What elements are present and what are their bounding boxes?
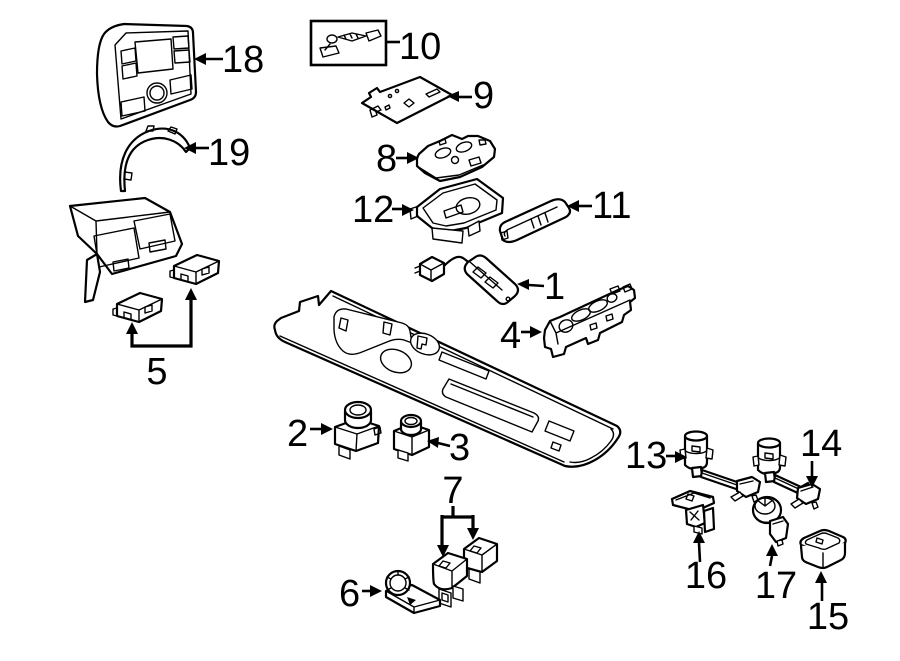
- callout-11-label[interactable]: 11: [592, 185, 631, 227]
- part-5-switch-module-b-drawing: [169, 253, 221, 286]
- callout-7-bracket: [440, 506, 475, 546]
- callout-16-arrow: [693, 531, 705, 543]
- callout-9-arrow: [447, 91, 459, 102]
- center-console-trim-panel-drawing: [273, 289, 622, 468]
- callout-4: 4: [500, 315, 542, 357]
- callout-3: 3: [427, 427, 470, 469]
- callout-5-label[interactable]: 5: [146, 351, 167, 393]
- callout-12-label[interactable]: 12: [352, 189, 394, 231]
- callout-6-label[interactable]: 6: [339, 573, 360, 615]
- part-19-trim-bracket-drawing: [119, 125, 192, 193]
- callout-13-label[interactable]: 13: [625, 435, 667, 477]
- part-7-window-switch-front-drawing: [431, 551, 469, 608]
- callout-2-label[interactable]: 2: [287, 413, 308, 455]
- callout-19-label[interactable]: 19: [208, 132, 250, 174]
- callout-3-label[interactable]: 3: [449, 427, 470, 469]
- callout-3-line: [437, 441, 451, 448]
- callout-15-arrow: [815, 571, 827, 583]
- callout-8-label[interactable]: 8: [376, 138, 397, 180]
- callout-18-arrow: [194, 53, 206, 65]
- callout-5-arrow-left: [126, 322, 138, 334]
- part-5-display-housing-drawing: [68, 196, 184, 304]
- callout-6: 6: [339, 573, 382, 615]
- callout-1-arrow: [517, 279, 529, 290]
- callout-17-arrow: [766, 544, 778, 556]
- part-5-switch-module-a-drawing: [112, 291, 164, 324]
- callout-2-arrow: [321, 423, 333, 435]
- part-9-gasket-plate-drawing: [360, 75, 454, 125]
- callout-7-label[interactable]: 7: [442, 470, 463, 512]
- callout-11: 11: [567, 185, 631, 227]
- callout-15-label[interactable]: 15: [807, 596, 849, 638]
- callout-7-arrow-left: [437, 545, 449, 557]
- part-8-upper-switch-panel-drawing: [415, 133, 497, 183]
- part-3-push-button-switch-drawing: [392, 413, 431, 462]
- callout-19-arrow: [184, 142, 196, 154]
- callout-16-line: [697, 542, 702, 563]
- callout-1-label[interactable]: 1: [544, 266, 565, 308]
- callout-13-arrow: [675, 451, 687, 463]
- callout-12-arrow: [402, 204, 414, 216]
- part-1-wired-control-module-drawing: [414, 254, 520, 306]
- callout-19: 19: [184, 132, 250, 174]
- callout-1: 1: [517, 266, 565, 308]
- callout-18: 18: [194, 39, 264, 81]
- callout-7-arrow-right: [467, 528, 479, 540]
- callout-10-label[interactable]: 10: [399, 26, 441, 68]
- callout-5-bracket: [130, 300, 193, 348]
- callout-18-label[interactable]: 18: [222, 39, 264, 81]
- callout-11-arrow: [567, 200, 579, 212]
- callout-14-label[interactable]: 14: [800, 423, 842, 465]
- part-17-round-outlet-socket-drawing: [751, 495, 790, 547]
- callout-10: 10: [386, 26, 441, 68]
- callout-4-label[interactable]: 4: [500, 315, 521, 357]
- callout-16-label[interactable]: 16: [685, 555, 727, 597]
- callout-4-arrow: [530, 326, 542, 338]
- callout-17-line: [768, 555, 774, 567]
- callout-3-arrow: [427, 437, 439, 448]
- part-14-power-outlet-drawing: [752, 437, 822, 510]
- callout-9: 9: [447, 75, 494, 117]
- callout-8-arrow: [407, 152, 419, 164]
- callout-12: 12: [352, 189, 414, 231]
- callout-16: 16: [685, 531, 727, 597]
- part-6-thumbwheel-switch-drawing: [384, 569, 442, 615]
- callout-14-arrow: [806, 476, 818, 488]
- part-12-storage-tray-drawing: [409, 177, 505, 244]
- callout-5-arrow-right: [185, 288, 197, 300]
- callout-2: 2: [287, 413, 333, 455]
- callout-15: 15: [807, 571, 849, 638]
- callout-17-label[interactable]: 17: [755, 565, 797, 607]
- callout-13: 13: [625, 435, 687, 477]
- part-16-covered-outlet-socket-drawing: [670, 489, 716, 535]
- part-15-outlet-housing-drawing: [799, 528, 847, 570]
- callout-8: 8: [376, 138, 419, 180]
- callout-14: 14: [800, 423, 842, 488]
- part-18-radio-head-unit-drawing: [95, 22, 198, 128]
- callout-6-arrow: [370, 585, 382, 597]
- callout-1-line: [528, 283, 545, 288]
- callout-5: 5: [126, 288, 197, 393]
- part-2-rotary-knob-switch-drawing: [333, 400, 382, 460]
- callout-9-label[interactable]: 9: [473, 75, 494, 117]
- part-4-switch-carrier-frame-drawing: [542, 283, 637, 359]
- part-11-switch-strip-drawing: [498, 198, 572, 244]
- callout-7: 7: [437, 470, 479, 557]
- callout-17: 17: [755, 544, 797, 607]
